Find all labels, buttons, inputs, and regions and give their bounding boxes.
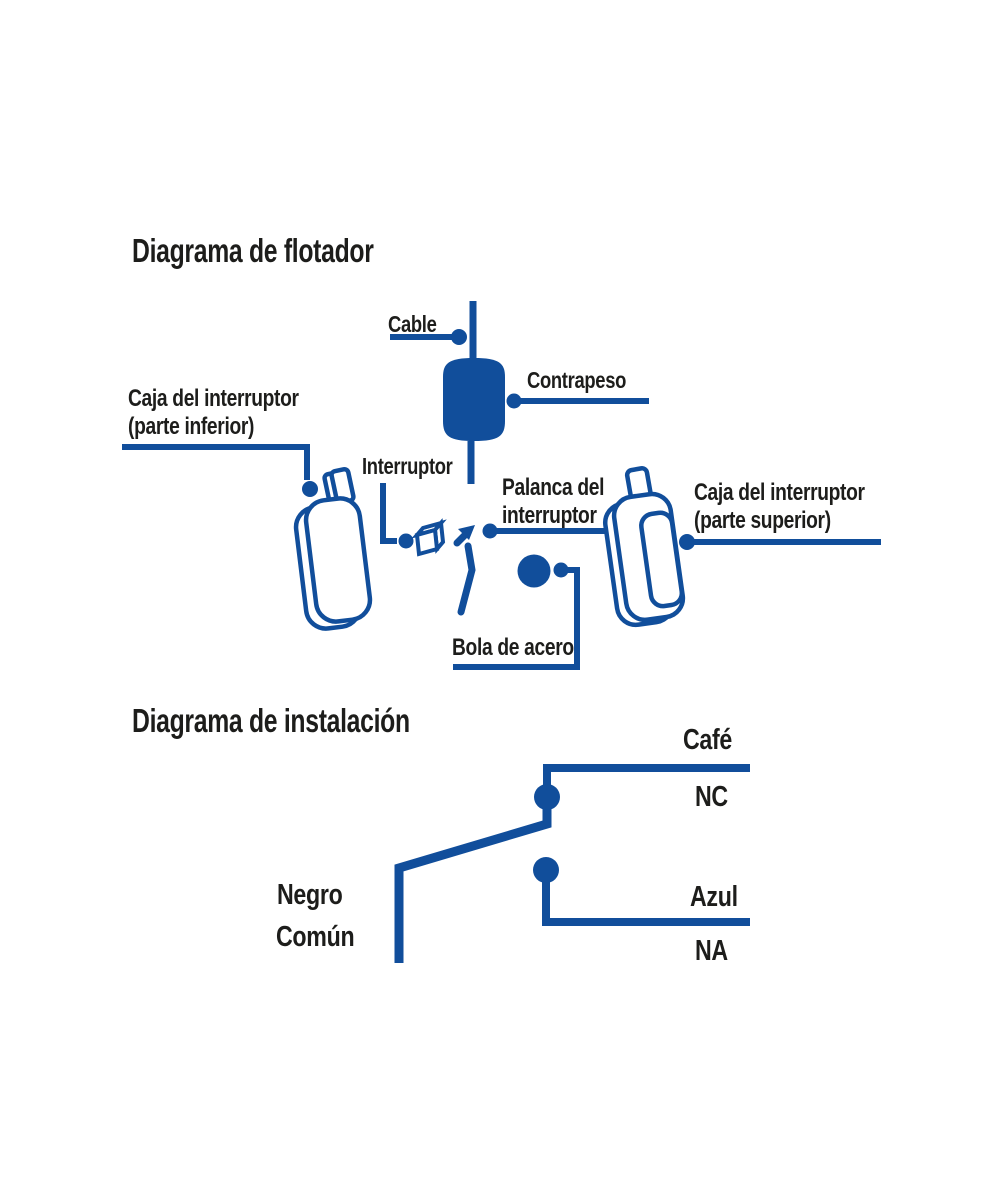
caja-inferior-label: Caja del interruptor (parte inferior): [128, 385, 299, 440]
palanca-label: Palanca del interruptor: [502, 474, 605, 529]
cable-label: Cable: [388, 311, 437, 337]
palanca-leader-line: [482, 523, 610, 539]
cafe-label: Café: [683, 724, 733, 756]
cable-leader-line: [390, 329, 467, 345]
contrapeso-label: Contrapeso: [527, 367, 627, 393]
comun-label: Común: [276, 921, 355, 953]
float-diagram-title: Diagrama de flotador: [132, 232, 374, 269]
wire-common: [394, 799, 552, 963]
interruptor-label: Interruptor: [362, 453, 453, 479]
switch-cube: [411, 518, 447, 557]
caja-superior-label: Caja del interruptor (parte superior): [694, 479, 865, 534]
azul-label: Azul: [690, 881, 738, 913]
float-body-lower: [293, 466, 373, 631]
caja-superior-leader-line: [679, 534, 881, 550]
contact-dot-na: [533, 857, 559, 883]
wire-na: [542, 872, 750, 926]
bola-leader-line: [453, 562, 580, 670]
bola-label: Bola de acero: [452, 634, 574, 661]
counterweight-shape: [443, 358, 505, 441]
interruptor-leader-line: [380, 483, 414, 549]
installation-diagram-title: Diagrama de instalación: [132, 702, 410, 739]
caja-inferior-leader-line: [122, 444, 318, 497]
negro-label: Negro: [277, 879, 343, 911]
contrapeso-leader-line: [506, 393, 649, 409]
steel-ball: [517, 554, 551, 588]
na-label: NA: [695, 935, 728, 967]
contact-dot-nc: [534, 784, 560, 810]
switch-lever-arrow: [453, 525, 476, 616]
float-body-upper: [602, 466, 686, 628]
nc-label: NC: [695, 781, 728, 813]
